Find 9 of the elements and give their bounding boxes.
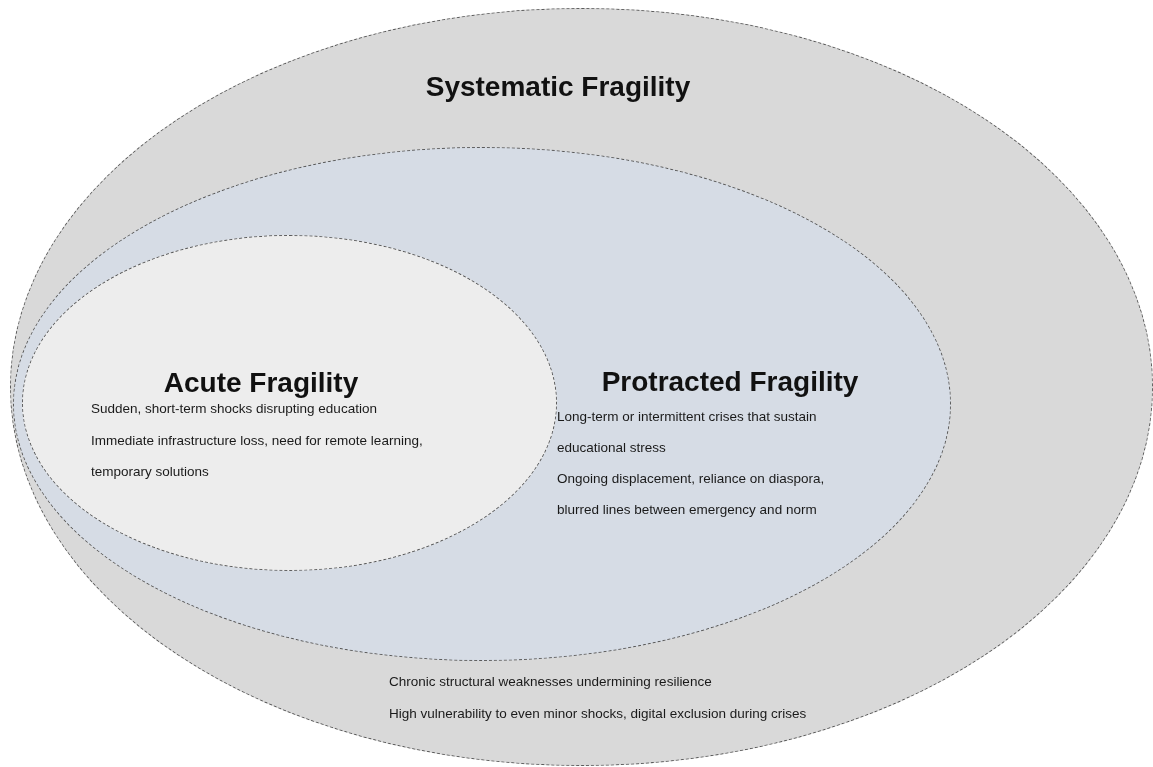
region-description: High vulnerability to even minor shocks, digital exclusion during crises (389, 705, 808, 723)
region-description: Ongoing displacement, reliance on diaspora, blurred lines between emergency and norm (557, 470, 826, 519)
region-heading: Acute Fragility (163, 366, 359, 400)
region-description: Chronic structural weaknesses undermining resilience (389, 673, 713, 691)
region-heading: Systematic Fragility (425, 70, 691, 104)
region-description: Long-term or intermittent crises that sustain educational stress (557, 408, 818, 457)
region-description: Immediate infrastructure loss, need for remote learning, temporary solutions (91, 432, 424, 481)
region-description: Sudden, short-term shocks disrupting education (91, 400, 378, 418)
region-heading: Protracted Fragility (601, 365, 859, 399)
